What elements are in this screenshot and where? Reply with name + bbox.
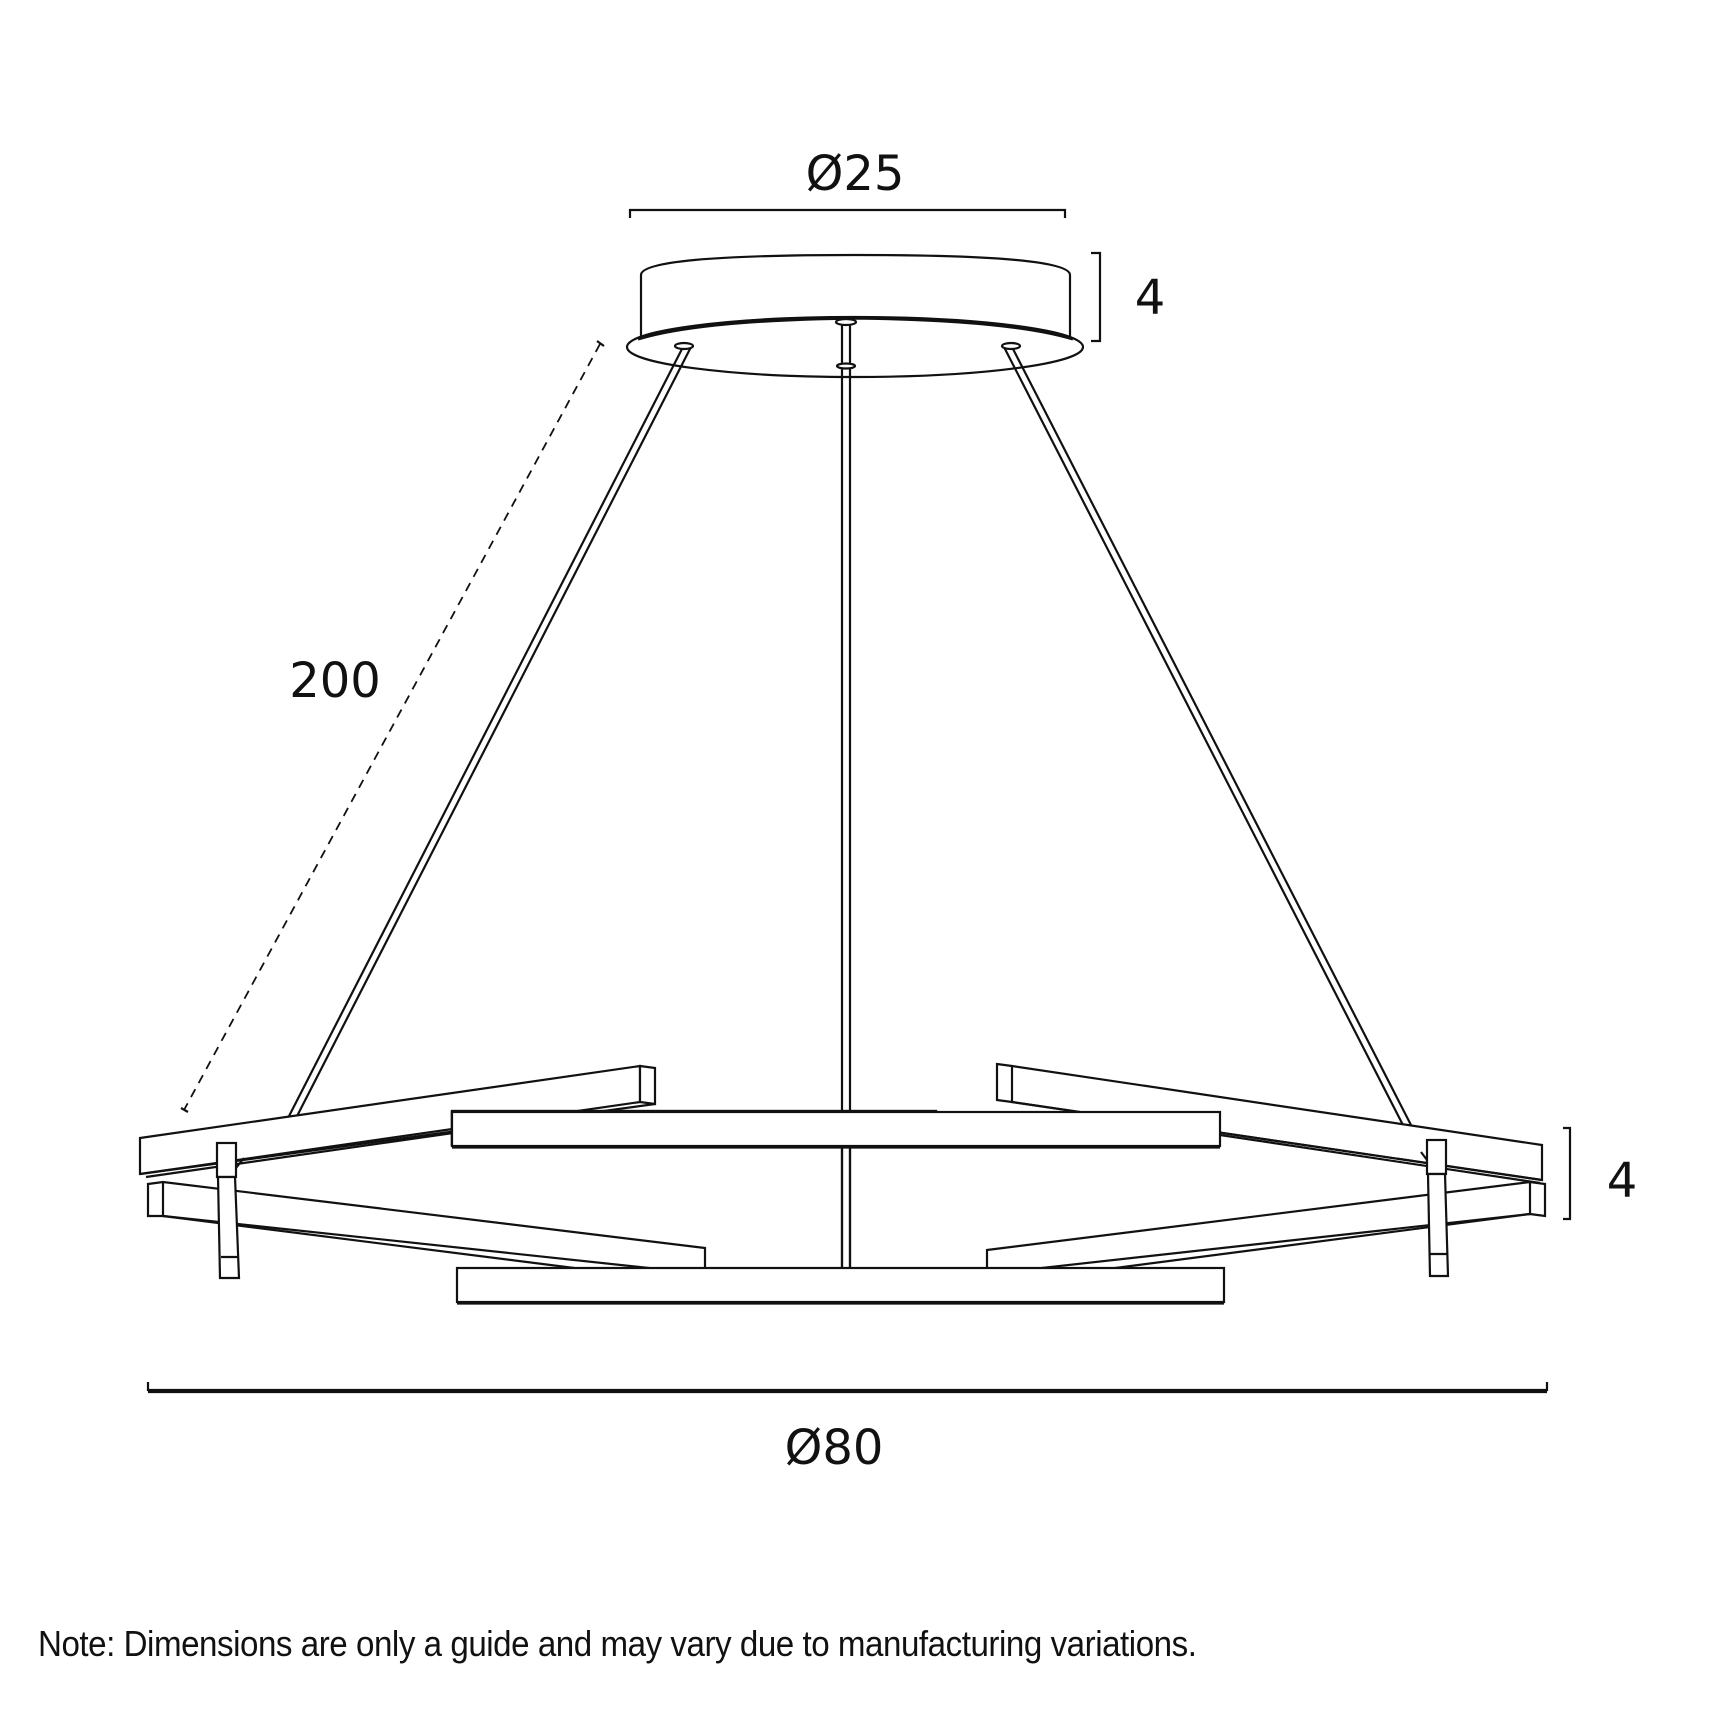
upper-center-bar-front bbox=[450, 1110, 1222, 1149]
canopy-height-dimension: 4 bbox=[1091, 251, 1166, 343]
lower-center-bar bbox=[455, 1266, 1226, 1305]
canopy-diameter-label: Ø25 bbox=[806, 146, 905, 202]
dimensions-disclaimer-note: Note: Dimensions are only a guide and ma… bbox=[38, 1623, 1197, 1664]
suspension-length-label: 200 bbox=[289, 653, 381, 709]
right-connector-clip bbox=[1420, 1138, 1450, 1278]
lower-right-bar bbox=[985, 1180, 1547, 1276]
center-cable-lower bbox=[840, 1148, 852, 1268]
fixture-height-dimension: 4 bbox=[1563, 1126, 1638, 1221]
fixture-height-label: 4 bbox=[1607, 1153, 1638, 1209]
suspension-length-dimension: 200 bbox=[180, 340, 605, 1113]
left-connector-clip bbox=[215, 1141, 245, 1280]
ceiling-canopy bbox=[625, 253, 1085, 379]
fixture-diameter-label: Ø80 bbox=[785, 1420, 884, 1476]
fixture-diameter-dimension: Ø80 bbox=[146, 1382, 1549, 1476]
canopy-diameter-dimension: Ø25 bbox=[628, 146, 1067, 218]
canopy-height-label: 4 bbox=[1135, 270, 1166, 326]
suspension-cables bbox=[285, 317, 1413, 1278]
